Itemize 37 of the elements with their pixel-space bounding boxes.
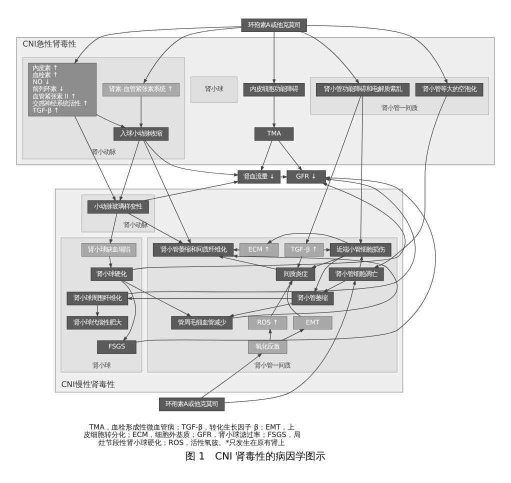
arrow <box>306 24 448 84</box>
arrow <box>96 114 126 128</box>
arrow <box>144 180 239 200</box>
arrow <box>300 30 360 84</box>
arrow <box>306 95 362 244</box>
arrow <box>272 96 276 128</box>
arrow <box>281 328 305 340</box>
arrow <box>143 140 191 244</box>
arrow <box>270 279 293 316</box>
arrow <box>218 255 277 269</box>
arrow <box>126 296 292 300</box>
arrow <box>122 280 192 316</box>
arrow <box>311 256 345 268</box>
arrow <box>74 26 242 64</box>
arrow <box>144 26 242 84</box>
arrow <box>287 279 301 316</box>
arrow <box>228 302 292 317</box>
arrow <box>260 140 272 171</box>
caption: 图 1 CNI 肾毒性的病因学图示 <box>185 451 326 462</box>
arrow <box>109 212 118 244</box>
arrow <box>224 279 356 402</box>
arrow <box>359 95 364 244</box>
arrow <box>323 280 346 292</box>
arrow <box>278 140 302 170</box>
arrow <box>314 256 344 292</box>
arrow <box>144 140 239 176</box>
arrow <box>201 352 262 398</box>
arrow <box>128 212 184 244</box>
arrow <box>120 280 136 341</box>
arrow <box>266 232 348 244</box>
arrow <box>139 96 143 128</box>
label: TMA，血栓形成性微血管病；TGF-β，转化生长因子 β；EMT，上皮细胞转分化；ECM，细胞外基质；GFR，肾小球滤过率；FSGS，局灶节段性肾小球硬化；ROS，活性氧簇。*只发生在原有肾上 <box>83 422 300 447</box>
arrow <box>374 95 447 268</box>
arrow <box>96 304 100 317</box>
arrow <box>120 140 140 201</box>
arrow <box>272 31 276 84</box>
arrow <box>74 116 116 201</box>
